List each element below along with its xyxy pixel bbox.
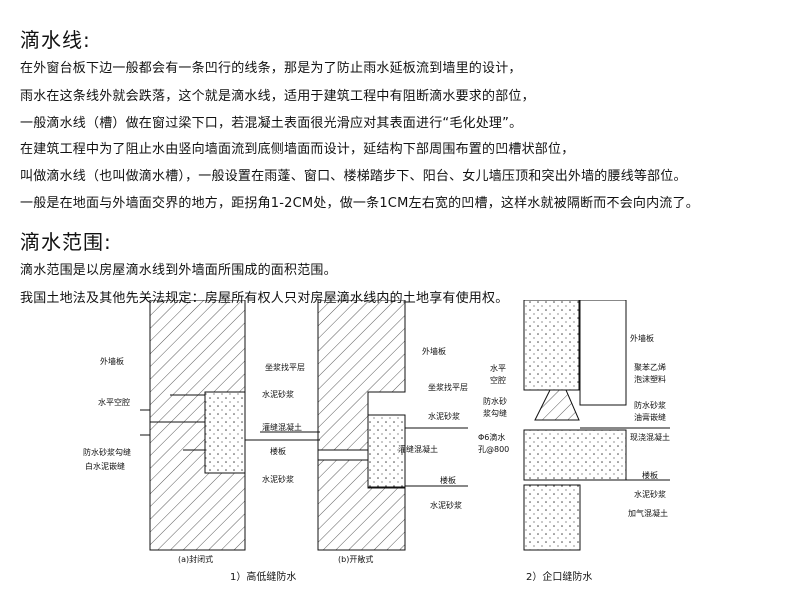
label-c-4: 水平 bbox=[490, 363, 506, 373]
label-c-14: 水泥砂浆 bbox=[634, 489, 666, 499]
label-c-8: 防水砂浆 bbox=[634, 400, 666, 410]
label-c-5: 空腔 bbox=[490, 375, 506, 385]
label-a-7: 防水砂浆勾缝 bbox=[83, 447, 131, 457]
paragraph-line: 一般是在地面与外墙面交界的地方，距拐角1-2CM处，做一条1CM左右宽的凹槽，这… bbox=[20, 196, 699, 211]
caption-b: (b)开敞式 bbox=[338, 554, 373, 564]
detail-a-drawing bbox=[140, 300, 320, 551]
label-a-3: 水泥砂浆 bbox=[262, 389, 294, 399]
paragraph-line: 滴水范围是以房屋滴水线到外墙面所围成的面积范围。 bbox=[20, 263, 337, 278]
label-b-4: 灌缝混凝土 bbox=[398, 444, 438, 454]
label-b-6: 水泥砂浆 bbox=[430, 500, 462, 510]
label-b-1: 外墙板 bbox=[422, 346, 446, 356]
paragraph-line: 雨水在这条线外就会跌落，这个就是滴水线，适用于建筑工程中有阻断滴水要求的部位， bbox=[20, 89, 535, 104]
section-title-drip-range: 滴水范围: bbox=[20, 230, 112, 254]
paragraph-line: 一般滴水线（槽）做在窗过梁下口，若混凝土表面很光滑应对其表面进行“毛化处理”。 bbox=[20, 116, 523, 131]
label-a-9: 水泥砂浆 bbox=[262, 474, 294, 484]
label-a-5: 灌缝混凝土 bbox=[262, 422, 302, 432]
caption-1: 1）高低缝防水 bbox=[230, 570, 296, 583]
label-b-2: 坐浆找平层 bbox=[428, 382, 468, 392]
label-c-2: 聚苯乙烯 bbox=[634, 362, 666, 372]
paragraph-line: 在建筑工程中为了阻止水由竖向墙面流到底侧墙面而设计，延结构下部周围布置的凹槽状部… bbox=[20, 142, 575, 157]
label-c-9: 油膏嵌缝 bbox=[634, 412, 666, 422]
label-a-8: 白水泥嵌缝 bbox=[85, 461, 125, 471]
detail-c-drawing bbox=[523, 300, 670, 551]
label-c-15: 加气混凝土 bbox=[628, 508, 668, 518]
label-c-7: 浆勾缝 bbox=[483, 408, 507, 418]
construction-detail-figure: 外墙板 坐浆找平层 水泥砂浆 水平空腔 灌缝混凝土 楼板 防水砂浆勾缝 白水泥嵌… bbox=[83, 300, 670, 583]
label-c-1: 外墙板 bbox=[630, 333, 654, 343]
label-c-12: 现浇混凝土 bbox=[630, 432, 670, 442]
paragraph-line: 叫做滴水线（也叫做滴水槽），一般设置在雨蓬、窗口、楼梯踏步下、阳台、女儿墙压顶和… bbox=[20, 169, 687, 184]
detail-b-drawing bbox=[317, 300, 468, 551]
label-b-5: 楼板 bbox=[440, 475, 456, 485]
label-c-3: 泡沫塑料 bbox=[634, 374, 666, 384]
label-a-4: 水平空腔 bbox=[98, 397, 130, 407]
label-c-13: 楼板 bbox=[642, 470, 658, 480]
label-a-1: 外墙板 bbox=[100, 356, 124, 366]
section-title-drip-line: 滴水线: bbox=[20, 28, 91, 52]
label-b-3: 水泥砂浆 bbox=[428, 411, 460, 421]
label-c-6: 防水砂 bbox=[483, 396, 507, 406]
label-a-2: 坐浆找平层 bbox=[265, 362, 305, 372]
label-c-11: 孔@800 bbox=[478, 445, 509, 454]
paragraph-line: 在外窗台板下边一般都会有一条凹行的线条，那是为了防止雨水延板流到墙里的设计， bbox=[20, 61, 522, 76]
caption-2: 2）企口缝防水 bbox=[526, 570, 592, 583]
label-c-10: Φ6滴水 bbox=[478, 432, 505, 442]
caption-a: (a)封闭式 bbox=[178, 554, 213, 564]
label-a-6: 楼板 bbox=[270, 446, 286, 456]
